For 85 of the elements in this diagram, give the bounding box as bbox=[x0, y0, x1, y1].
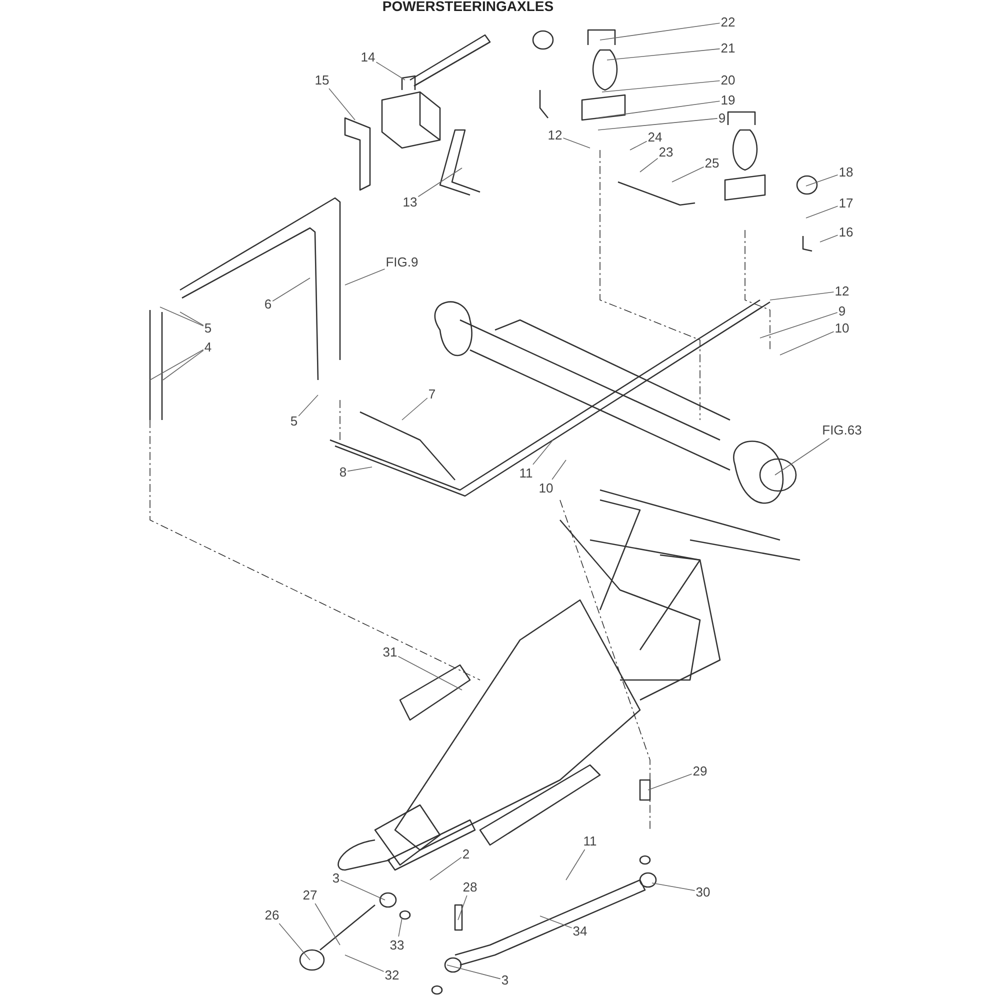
leader-line bbox=[418, 168, 462, 198]
leader-line bbox=[272, 278, 310, 302]
callout-number: 24 bbox=[648, 130, 662, 144]
callout-number: 5 bbox=[290, 414, 298, 428]
callout-number: 15 bbox=[314, 72, 330, 88]
callout-number: 31 bbox=[382, 644, 398, 660]
leader-line bbox=[562, 138, 590, 148]
callout-number: 17 bbox=[838, 196, 854, 210]
callout-number: 19 bbox=[720, 92, 736, 108]
leader-line bbox=[180, 312, 204, 326]
callout-number: 14 bbox=[360, 50, 376, 64]
callout-number: 9 bbox=[838, 304, 846, 318]
callout-number: 23 bbox=[658, 144, 674, 160]
leader-line bbox=[532, 440, 554, 465]
leader-line bbox=[640, 158, 658, 172]
callout-number: 18 bbox=[838, 164, 854, 180]
leader-line bbox=[344, 954, 384, 972]
leader-line bbox=[160, 306, 204, 326]
callout-number: 33 bbox=[390, 938, 404, 952]
leader-line bbox=[648, 774, 692, 790]
leader-line bbox=[652, 882, 696, 891]
callout-number: 12 bbox=[548, 128, 562, 142]
leader-line bbox=[446, 964, 501, 980]
leader-line bbox=[344, 268, 386, 286]
callout-number: 21 bbox=[720, 40, 736, 56]
leader-line bbox=[566, 849, 586, 880]
callout-number: 34 bbox=[572, 924, 588, 938]
leader-line bbox=[598, 118, 718, 130]
callout-number: 10 bbox=[538, 480, 554, 496]
leader-line bbox=[347, 466, 372, 472]
leader-line bbox=[820, 234, 838, 242]
callout-number: 11 bbox=[519, 466, 533, 480]
leader-line bbox=[376, 62, 406, 80]
leader-line bbox=[430, 856, 462, 880]
leader-line bbox=[552, 460, 566, 480]
leader-line bbox=[402, 398, 428, 420]
callout-number: 20 bbox=[720, 72, 736, 88]
callout-number: 29 bbox=[692, 764, 708, 778]
callout-number: 13 bbox=[402, 194, 418, 210]
figure-reference: FIG.63 bbox=[822, 422, 862, 438]
leader-line bbox=[298, 394, 318, 416]
leader-line bbox=[806, 206, 838, 218]
callout-number: 10 bbox=[834, 320, 850, 336]
callout-number: 28 bbox=[462, 880, 478, 894]
leader-line bbox=[328, 88, 356, 120]
callout-number: 3 bbox=[501, 972, 509, 988]
leader-line bbox=[596, 100, 720, 118]
leader-line bbox=[760, 312, 838, 338]
leader-line bbox=[398, 918, 402, 937]
leader-line bbox=[806, 174, 838, 186]
leader-line bbox=[150, 349, 204, 380]
leader-line bbox=[630, 140, 648, 150]
leader-line bbox=[540, 916, 572, 928]
drawing-title: POWERSTEERINGAXLES bbox=[382, 0, 554, 14]
callout-number: 4 bbox=[204, 340, 212, 354]
leader-line bbox=[162, 350, 204, 380]
callout-number: 25 bbox=[704, 156, 720, 170]
callout-number: 26 bbox=[264, 908, 280, 922]
figure-reference: FIG.9 bbox=[386, 254, 418, 270]
callout-number: 11 bbox=[583, 834, 597, 848]
leader-line bbox=[398, 656, 462, 690]
callout-number: 3 bbox=[332, 870, 340, 886]
callout-number: 32 bbox=[384, 968, 400, 982]
leader-line bbox=[774, 438, 830, 476]
callout-number: 30 bbox=[696, 884, 710, 900]
callout-number: 22 bbox=[720, 14, 736, 30]
callout-number: 12 bbox=[834, 284, 850, 298]
leader-line bbox=[780, 331, 834, 356]
leader-line bbox=[770, 292, 834, 300]
leader-line bbox=[600, 22, 720, 40]
callout-number: 8 bbox=[339, 464, 347, 480]
callout-number: 27 bbox=[302, 888, 318, 902]
callout-number: 7 bbox=[428, 386, 436, 402]
callout-number: 6 bbox=[264, 296, 272, 312]
leader-line bbox=[606, 48, 720, 60]
callout-number: 9 bbox=[718, 110, 726, 126]
callout-number: 16 bbox=[838, 224, 854, 240]
leader-line bbox=[458, 895, 468, 920]
callout-number: 2 bbox=[462, 846, 470, 862]
callout-number: 5 bbox=[204, 320, 212, 336]
leader-line bbox=[314, 903, 340, 946]
leader-line bbox=[672, 166, 704, 182]
leader-line bbox=[340, 880, 386, 900]
leader-line bbox=[278, 923, 310, 960]
leader-line bbox=[602, 80, 720, 92]
